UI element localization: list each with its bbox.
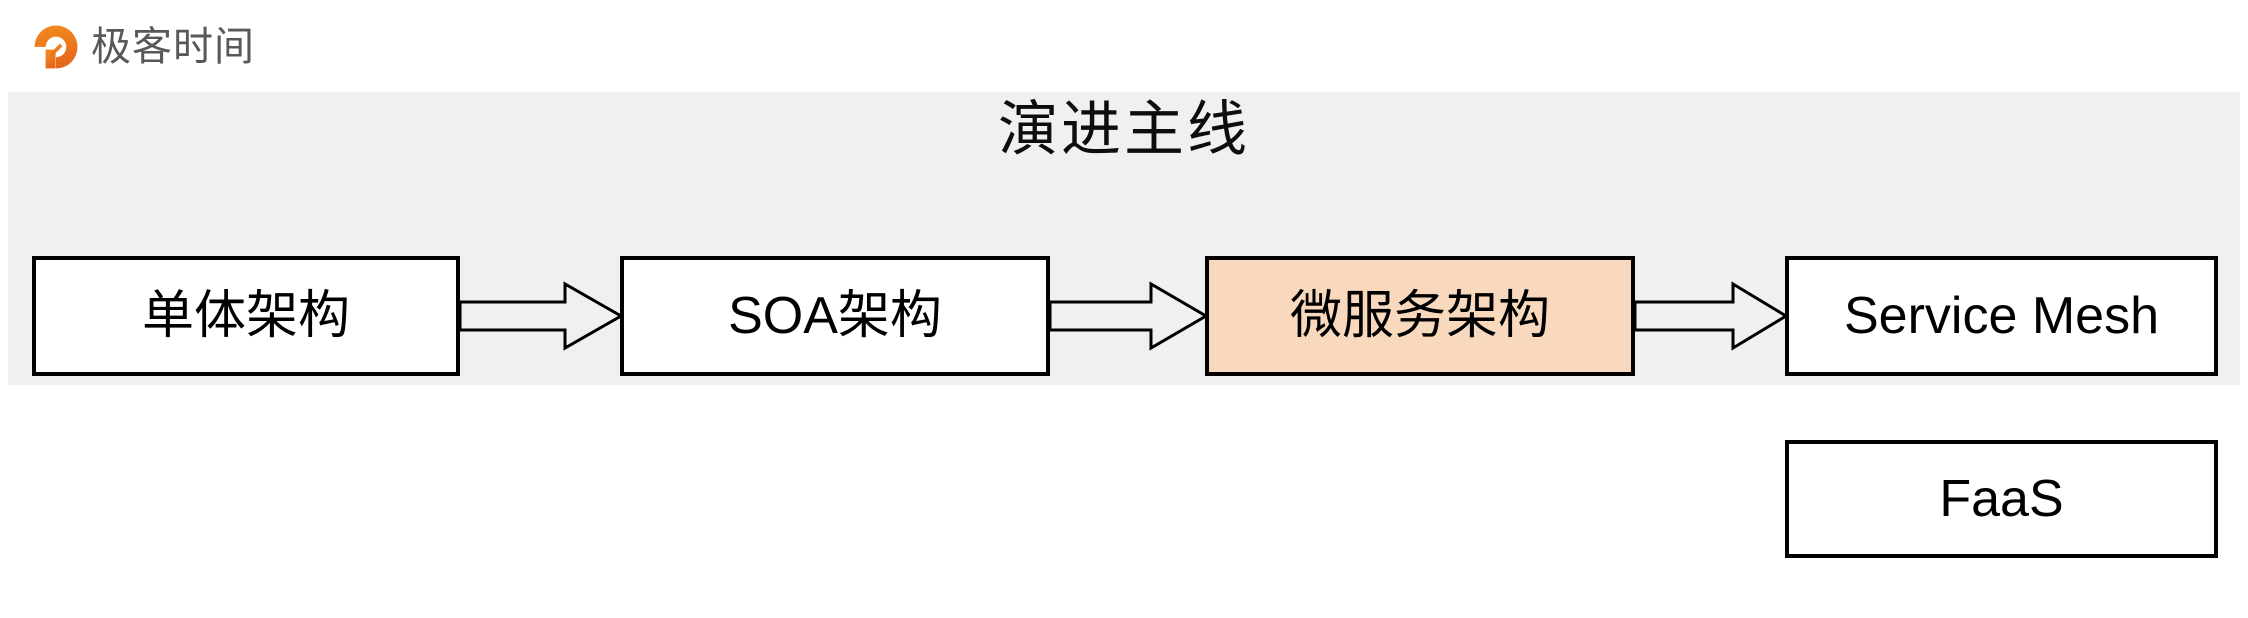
flow-node-label: 微服务架构 bbox=[1289, 287, 1550, 345]
flow-node-label: SOA架构 bbox=[728, 287, 942, 345]
flow-node-monolith[interactable]: 单体架构 bbox=[32, 256, 460, 376]
page-title: 演进主线 bbox=[998, 97, 1250, 163]
flow-node-label: 单体架构 bbox=[141, 287, 350, 345]
flow-arrow-3-icon bbox=[1635, 276, 1787, 356]
flow-node-soa[interactable]: SOA架构 bbox=[620, 256, 1050, 376]
flow-node-service-mesh[interactable]: Service Mesh bbox=[1785, 256, 2218, 376]
geekbang-circle-arrow-logo-icon bbox=[33, 24, 79, 70]
flow-node-microservice[interactable]: 微服务架构 bbox=[1205, 256, 1635, 376]
flow-node-label: FaaS bbox=[1939, 470, 2064, 528]
flow-node-label: Service Mesh bbox=[1844, 287, 2159, 345]
brand-logo: 极客时间 bbox=[33, 18, 255, 76]
brand-name: 极客时间 bbox=[91, 25, 255, 69]
flow-arrow-1-icon bbox=[460, 276, 622, 356]
flow-arrow-2-icon bbox=[1050, 276, 1207, 356]
flow-node-faas[interactable]: FaaS bbox=[1785, 440, 2218, 558]
